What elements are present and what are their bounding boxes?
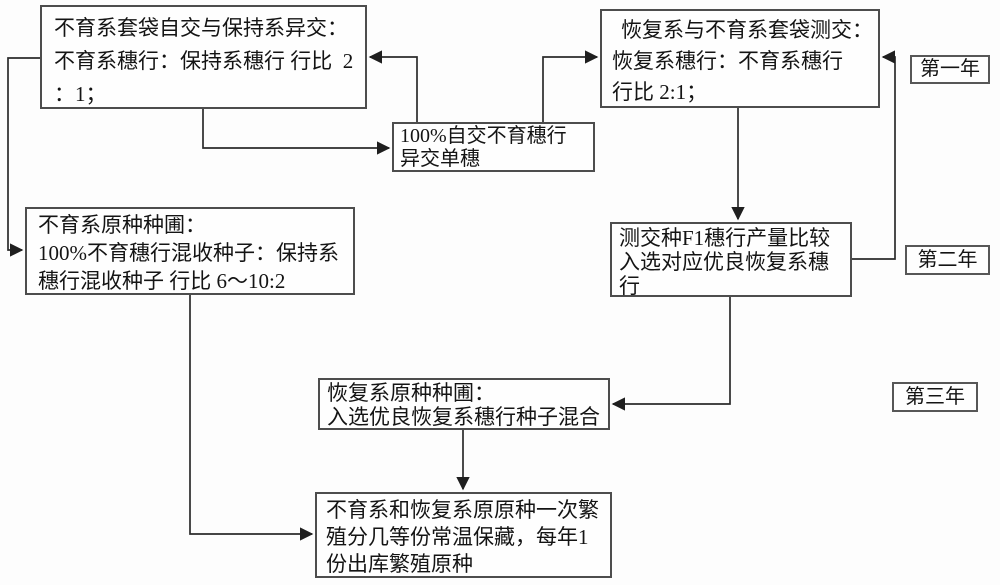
box-selfed-single-ear: 100%自交不育穗行 异交单穗 — [392, 122, 595, 172]
box-sterile-selfing-crossing: 不育系套袋自交与保持系异交： 不育系穗行：保持系穗行 行比 2 ：1； — [40, 5, 367, 109]
box-seed-storage: 不育系和恢复系原原种一次繁 殖分几等份常温保藏，每年1 份出库繁殖原种 — [315, 492, 612, 578]
text-line: 份出库繁殖原种 — [326, 552, 473, 576]
text-line: 不育系套袋自交与保持系异交： — [54, 16, 348, 40]
connector-selfedear-to-testcross — [542, 50, 599, 122]
connector-selfcross-to-selfedear — [202, 109, 391, 155]
year-label-second: 第二年 — [905, 245, 990, 275]
text-line: 入选优良恢复系穗行种子混合 — [327, 405, 600, 429]
text-line: 不育系穗行：保持系穗行 行比 2 — [54, 49, 354, 73]
box-restorer-testcross: 恢复系与不育系套袋测交： 恢复系穗行：不育系穗行 行比 2:1； — [600, 9, 880, 108]
year-label-third: 第三年 — [892, 382, 978, 412]
text-line: 测交种F1穗行产量比较 — [619, 226, 831, 250]
box-f1-yield-comparison: 测交种F1穗行产量比较 入选对应优良恢复系穗 行 — [610, 222, 852, 298]
text-line: 异交单穗 — [400, 148, 480, 170]
text-line: 穗行混收种子 行比 6～10:2 — [38, 269, 286, 293]
connector-sterilenursery-to-storage — [189, 295, 314, 541]
connector-f1compare-to-restorernursery — [611, 297, 731, 411]
text-line: 100%不育穗行混收种子：保持系 — [38, 241, 339, 265]
text-line: 入选对应优良恢复系穗 — [619, 250, 829, 274]
box-restorer-line-nursery: 恢复系原种种圃： 入选优良恢复系穗行种子混合 — [318, 378, 610, 430]
connector-selfedear-to-selfcross — [368, 50, 418, 122]
text-line: 恢复系原种种圃： — [327, 381, 495, 405]
text-line: 不育系原种种圃： — [38, 213, 206, 237]
box-sterile-line-nursery: 不育系原种种圃： 100%不育穗行混收种子：保持系 穗行混收种子 行比 6～10… — [25, 207, 355, 295]
year-label-first: 第一年 — [910, 55, 990, 84]
text-line: 不育系和恢复系原原种一次繁 — [326, 498, 599, 522]
text-line: 恢复系与不育系套袋测交： — [621, 18, 873, 42]
text-line: 殖分几等份常温保藏，每年1 — [326, 525, 589, 549]
text-line: 100%自交不育穗行 — [400, 125, 567, 147]
text-line: 行 — [619, 274, 640, 298]
text-line: ：1； — [54, 82, 107, 106]
text-line: 行比 2:1； — [612, 80, 708, 104]
text-line: 恢复系穗行：不育系穗行 — [612, 49, 843, 73]
